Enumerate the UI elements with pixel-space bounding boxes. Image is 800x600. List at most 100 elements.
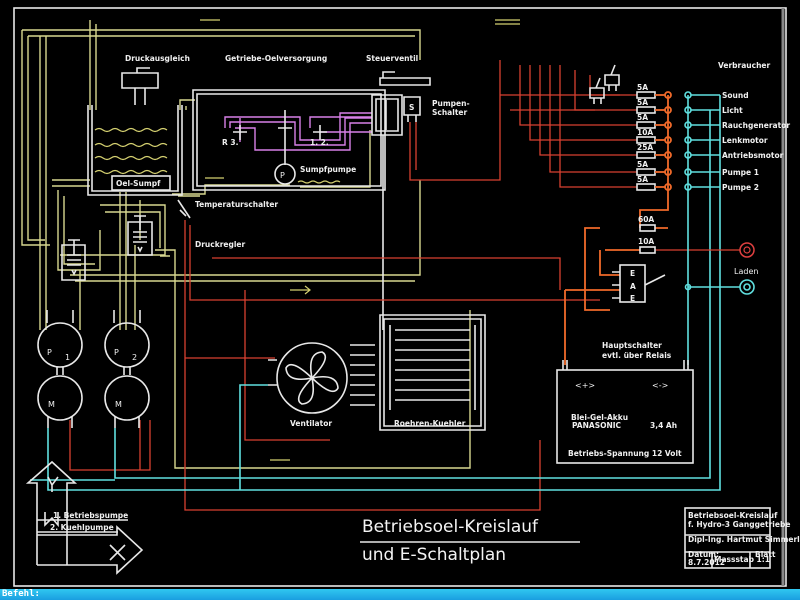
tube-cooler	[379, 314, 486, 431]
battery-voltage: Betriebs-Spannung 12 Volt	[568, 449, 682, 458]
control-wires	[69, 60, 600, 511]
fuse-rating: 25A	[637, 143, 653, 152]
svg-text:Betriebsoel-Kreislauf: Betriebsoel-Kreislauf	[688, 511, 778, 520]
hauptschalter-label-2: evtl. über Relais	[602, 351, 672, 360]
flow-legend: 1. Betriebspumpe 2. Kuehlpumpe	[25, 460, 144, 575]
pump-1: P 1	[37, 310, 83, 375]
druckausgleich-label: Druckausgleich	[125, 54, 190, 63]
consumer-row: 5A Sound	[636, 83, 749, 100]
steuerventil-label: Steuerventil	[366, 54, 418, 63]
main-switch[interactable]: E A E	[612, 264, 666, 303]
oel-sumpf-label: Oel-Sumpf	[116, 179, 161, 188]
pump-2: P 2	[104, 310, 150, 375]
hauptschalter-label-1: Hauptschalter	[602, 341, 662, 350]
consumer-label: Sound	[722, 91, 749, 100]
svg-text:Blatt: Blatt	[755, 550, 776, 559]
fuse-rating: 5A	[637, 83, 648, 92]
svg-text:Dipl-Ing. Hartmut Simmerle: Dipl-Ing. Hartmut Simmerle	[688, 535, 800, 544]
consumer-label: Rauchgenerator	[722, 121, 790, 130]
solenoid-s: S	[409, 103, 414, 112]
pressure-regulators	[61, 215, 153, 281]
battery-brand: PANASONIC	[572, 421, 622, 430]
svg-text:f. Hydro-3 Ganggetriebe: f. Hydro-3 Ganggetriebe	[688, 520, 790, 529]
getriebe-label: Getriebe-Oelversorgung	[225, 54, 327, 63]
svg-text:Datum:: Datum:	[688, 550, 719, 559]
power-bus	[500, 64, 740, 365]
legend-item-1: 1. Betriebspumpe	[53, 511, 128, 520]
motor-2: M	[104, 110, 711, 479]
terminal	[664, 91, 672, 99]
motor-1: M	[30, 95, 721, 491]
verbraucher-label: Verbraucher	[718, 61, 771, 70]
fuse-10a-label: 10A	[638, 237, 654, 246]
laden-label: Laden	[734, 267, 758, 276]
consumer-label: Antriebsmotor	[722, 151, 784, 160]
title-block: Betriebsoel-Kreislauf f. Hydro-3 Gangget…	[684, 507, 800, 569]
consumer-label: Pumpe 2	[722, 183, 759, 192]
ventilator-label: Ventilator	[290, 419, 332, 428]
battery-minus: <->	[652, 381, 668, 390]
sumpfpumpe-label: Sumpfpumpe	[300, 165, 356, 174]
svg-text:M: M	[48, 400, 55, 409]
consumer-row: 5A Rauchgenerator	[636, 113, 790, 130]
svg-text:8.7.2012: 8.7.2012	[688, 558, 725, 567]
fuse	[636, 151, 656, 159]
legend-item-2: 2. Kuehlpumpe	[50, 523, 114, 532]
transmission-oil-box: P R 3. 1. 2. Sumpfpumpe	[192, 89, 386, 191]
svg-text:1: 1	[65, 353, 70, 362]
roehren-kuehler-label: Roehren-Kuehler	[394, 419, 466, 428]
fuse-rating: 5A	[637, 113, 648, 122]
svg-text:M: M	[115, 400, 122, 409]
druckregler-label: Druckregler	[195, 240, 246, 249]
svg-text:E: E	[630, 294, 635, 303]
pumpen-schalter-label-2: Schalter	[432, 108, 467, 117]
battery-plus: <+>	[575, 381, 595, 390]
svg-text:Massstab 1:1: Massstab 1:1	[714, 555, 770, 564]
terminal	[664, 183, 672, 191]
temperaturschalter-label: Temperaturschalter	[195, 200, 278, 209]
fuse-rating: 5A	[637, 160, 648, 169]
fuse-10a	[639, 246, 656, 254]
battery-type: Blei-Gel-Akku	[571, 413, 628, 422]
svg-text:E: E	[630, 269, 635, 278]
consumer-row: 5A Licht	[636, 98, 743, 115]
terminal	[664, 151, 672, 159]
terminal	[664, 168, 672, 176]
sump-pump-p: P	[280, 171, 285, 180]
gear12-label: 1. 2.	[310, 138, 329, 147]
battery: <+> <-> Blei-Gel-Akku PANASONIC 3,4 Ah B…	[556, 360, 694, 464]
drawing-title-1: Betriebsoel-Kreislauf	[362, 517, 539, 537]
oil-pipes	[21, 19, 520, 469]
charge-terminal-positive[interactable]	[739, 242, 755, 258]
terminal	[664, 106, 672, 114]
drawing-title-2: und E-Schaltplan	[362, 545, 506, 565]
svg-text:2: 2	[132, 353, 137, 362]
command-line[interactable]: Befehl:	[0, 589, 800, 600]
drawing-border	[13, 7, 787, 587]
svg-text:P: P	[47, 348, 52, 357]
fuse	[636, 183, 656, 191]
consumer-label: Lenkmotor	[722, 136, 768, 145]
svg-text:A: A	[630, 282, 636, 291]
consumer-row: 25A Antriebsmotor	[636, 143, 784, 160]
oil-sump-tank: Oel-Sumpf	[87, 67, 183, 196]
terminal	[664, 136, 672, 144]
consumer-label: Pumpe 1	[722, 168, 759, 177]
fuse-rating: 5A	[637, 98, 648, 107]
fuse-60a-label: 60A	[638, 215, 654, 224]
sump-pump-symbol	[274, 163, 296, 185]
svg-text:P: P	[114, 348, 119, 357]
consumer-row: 10A Lenkmotor	[636, 128, 768, 145]
fan	[239, 342, 375, 490]
control-valve: S	[371, 71, 431, 330]
fuse-rating: 10A	[637, 128, 653, 137]
pumpen-schalter-label-1: Pumpen-	[432, 99, 470, 108]
battery-capacity: 3,4 Ah	[650, 421, 677, 430]
consumer-list: 5A Sound 5A Licht 5A Rauchgenerator 10A Lenkmot…	[636, 83, 790, 192]
charge-terminal-negative[interactable]	[739, 279, 755, 295]
consumer-row: 5A Pumpe 1	[636, 160, 759, 177]
consumer-label: Licht	[722, 106, 743, 115]
fuse-60a	[639, 224, 656, 232]
